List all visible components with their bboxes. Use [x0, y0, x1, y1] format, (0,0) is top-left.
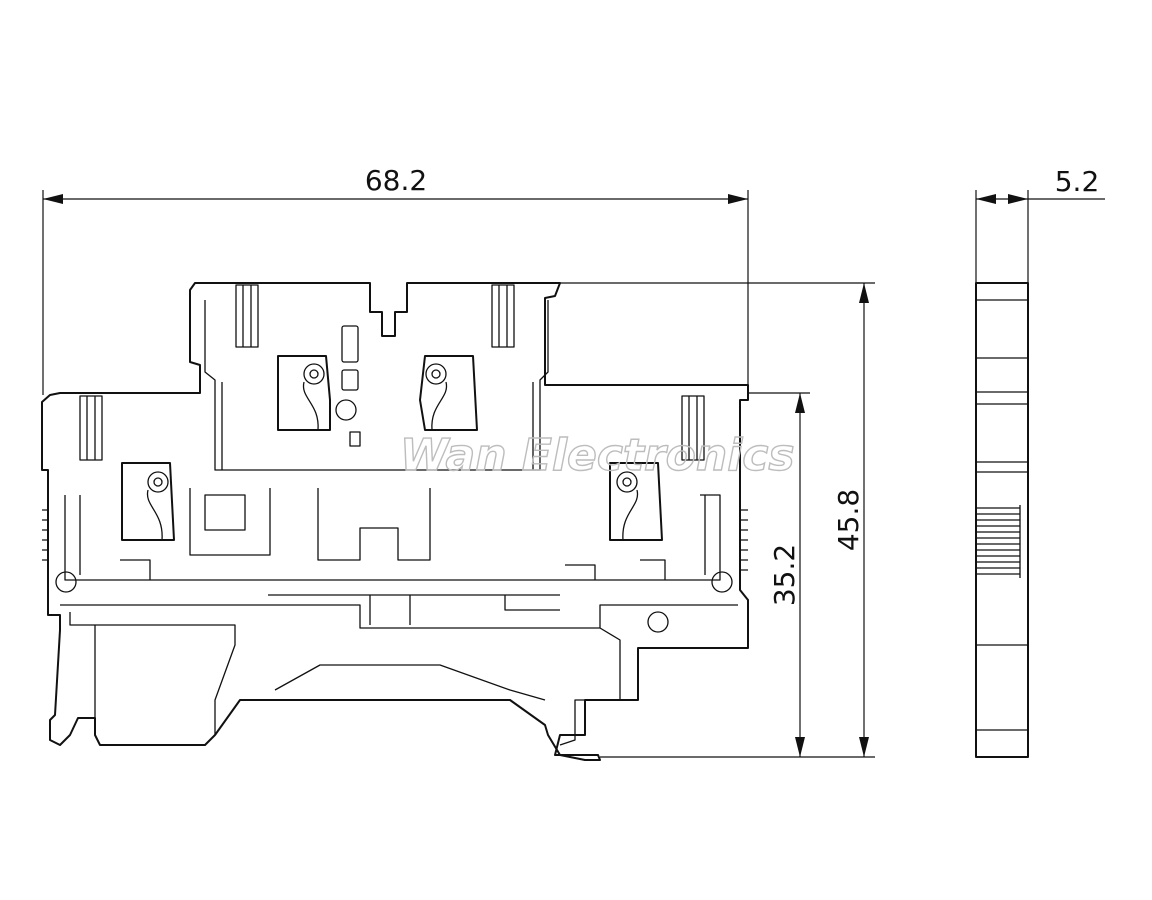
lower-tier-frame	[64, 494, 721, 581]
dimension-side-thickness: 5.2	[975, 165, 1105, 283]
spring-clamp-upper-right	[419, 355, 478, 431]
side-slot-left	[79, 395, 103, 461]
dimension-label-rail-height: 35.2	[768, 544, 801, 606]
din-rail-foot	[60, 604, 738, 746]
center-hole	[335, 399, 357, 421]
spring-clamp-upper-left	[277, 355, 331, 431]
side-view-ribs	[976, 505, 1021, 578]
watermark-text: Wan Electronics	[400, 430, 795, 481]
mount-hole-right	[711, 571, 733, 593]
dimension-rail-height: 35.2	[748, 392, 810, 757]
mount-hole-bottom	[647, 611, 669, 633]
spring-clamp-lower-right	[609, 462, 663, 541]
mount-hole-left	[55, 571, 77, 593]
side-view	[975, 282, 1029, 758]
center-window-2	[341, 369, 359, 391]
upper-tier-frame	[204, 300, 549, 471]
dimension-label-thickness: 5.2	[1055, 165, 1100, 198]
top-slot-right	[491, 284, 515, 348]
spring-clamp-lower-left	[121, 462, 175, 541]
front-view-outline	[41, 282, 749, 761]
side-slot-right	[681, 395, 705, 461]
dimension-label-height: 45.8	[832, 489, 865, 551]
dimension-label-width: 68.2	[365, 164, 427, 197]
dimension-overall-height: 45.8	[560, 282, 875, 758]
grip-ribs-right	[740, 509, 748, 571]
front-view	[41, 282, 749, 761]
dimension-overall-width: 68.2	[42, 164, 749, 395]
center-window-1	[341, 325, 359, 363]
top-slot-left	[235, 284, 259, 348]
grip-ribs-left	[42, 509, 48, 561]
